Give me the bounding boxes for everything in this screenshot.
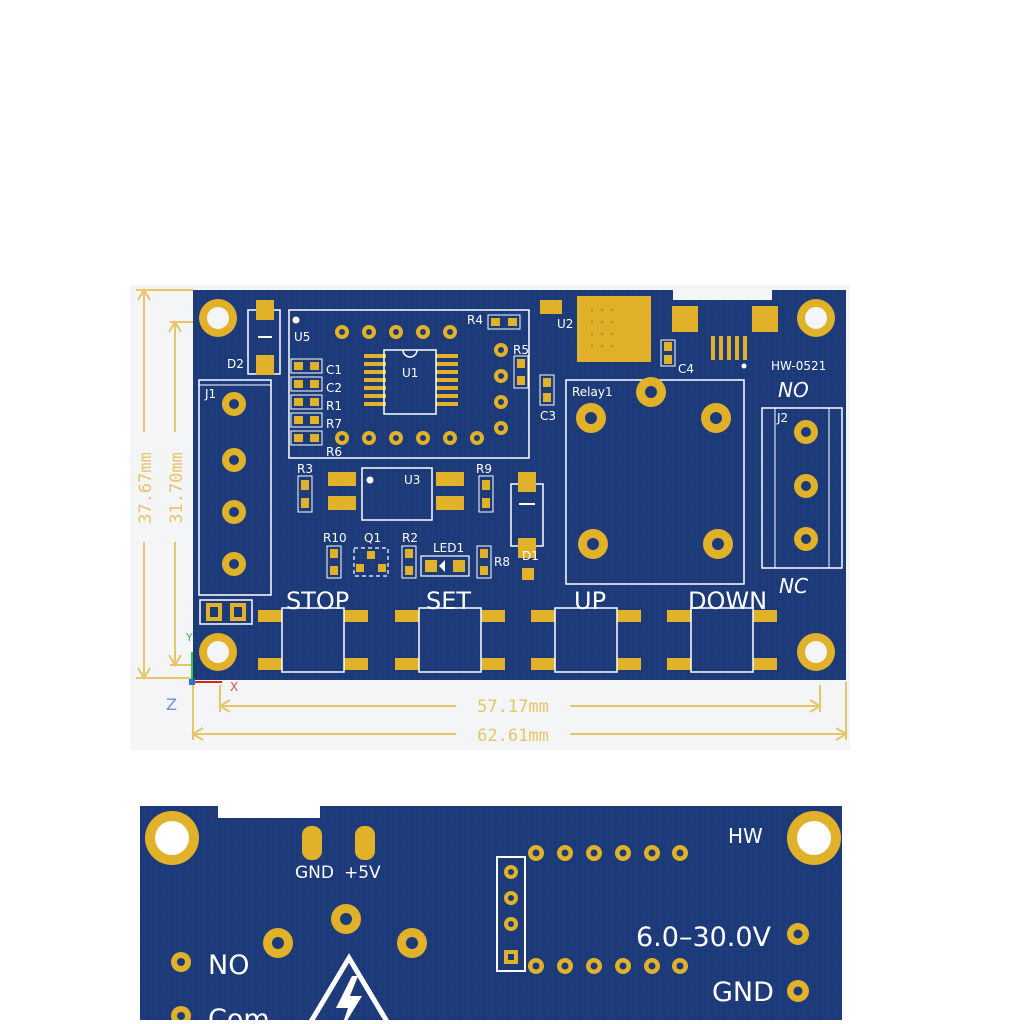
bottom-label-supply: 6.0–30.0V [636,922,772,953]
label-r10: R10 [323,531,347,545]
bottom-header-pins [496,856,526,972]
axis-label-y: Y [185,631,193,644]
label-model: HW-0521 [771,359,826,373]
high-voltage-warning-icon [306,953,392,1024]
module-u5: U5 [288,309,530,459]
button-down[interactable] [667,607,777,673]
dim-label-height-outer-bg [134,432,156,542]
label-j2: J2 [776,411,788,425]
label-r4: R4 [467,313,483,327]
axis-label-z: Z [166,695,177,714]
bottom-label-no: NO [208,950,249,981]
relay-1: Relay1 [565,377,745,585]
usb-c4-area: C4 HW-0521 [660,306,826,376]
dim-label-width-outer: 62.61mm [477,726,549,746]
label-u3: U3 [404,473,420,487]
buttons-row: STOP SET UP DOWN [258,587,777,673]
button-label-up: UP [574,587,606,615]
u3-row: R3 U3 R9 [297,462,494,521]
button-label-stop: STOP [286,587,349,615]
label-relay1: Relay1 [572,385,613,399]
label-c3: C3 [540,409,556,423]
dim-label-height-outer: 37.67mm [136,452,156,524]
label-r1: R1 [326,399,342,413]
dim-label-width-inner: 57.17mm [477,697,549,717]
bottom-label-5v: +5V [344,863,381,883]
label-r5: R5 [513,343,529,357]
label-nc: NC [779,574,808,598]
top-board: 37.67mm 31.70mm 57.17mm 62.61mm Z X Y [130,285,850,750]
label-r8: R8 [494,555,510,569]
label-r9: R9 [476,462,492,476]
dim-label-width-inner-bg [456,696,570,716]
dim-label-height-inner-bg [165,432,187,542]
label-c2: C2 [326,381,342,395]
chip-u1: U1 [364,349,458,415]
label-r6: R6 [326,445,342,459]
diode-d1: D1 [510,472,544,580]
label-q1: Q1 [364,531,381,545]
terminal-j1: J1 [198,379,272,625]
diode-d2: D2 [227,300,281,375]
passive-stack-left: C1 C2 R1 R7 R6 [290,358,342,459]
label-no: NO [778,378,809,402]
regulator-u2: U2 [540,296,651,362]
button-label-set: SET [426,587,471,615]
bottom-board: GND +5V HW 6.0–30.0V [140,806,842,1024]
label-d1: D1 [522,549,539,563]
label-u5: U5 [294,330,310,344]
label-r2: R2 [402,531,418,545]
label-c4: C4 [678,362,694,376]
dim-label-height-inner: 31.70mm [167,452,187,524]
dim-label-width-outer-bg [456,724,570,744]
label-u1: U1 [402,366,418,380]
label-led1: LED1 [433,541,464,555]
mounting-holes [199,299,835,671]
bottom-label-com: Com [208,1004,270,1020]
label-r3: R3 [297,462,313,476]
bottom-label-gnd2: GND [712,977,774,1008]
capacitor-c3: C3 [539,374,556,423]
bottom-display-pins [528,845,688,974]
button-up[interactable] [531,607,641,673]
label-u2: U2 [557,317,573,331]
axis-label-x: X [230,680,238,694]
label-d2: D2 [227,357,244,371]
label-r7: R7 [326,417,342,431]
bottom-label-gnd: GND [295,863,334,883]
small-parts-row: R10 Q1 R2 LED1 R8 [323,531,510,579]
label-j1: J1 [204,387,216,401]
button-set[interactable] [395,607,505,673]
label-c1: C1 [326,363,342,377]
axis-gizmo: Z X Y [166,631,238,714]
resistors-r4-r5: R4 R5 [467,313,529,389]
button-stop[interactable] [258,607,368,673]
bottom-label-hw: HW [728,824,763,848]
terminal-j2: NO J2 NC [761,378,843,598]
